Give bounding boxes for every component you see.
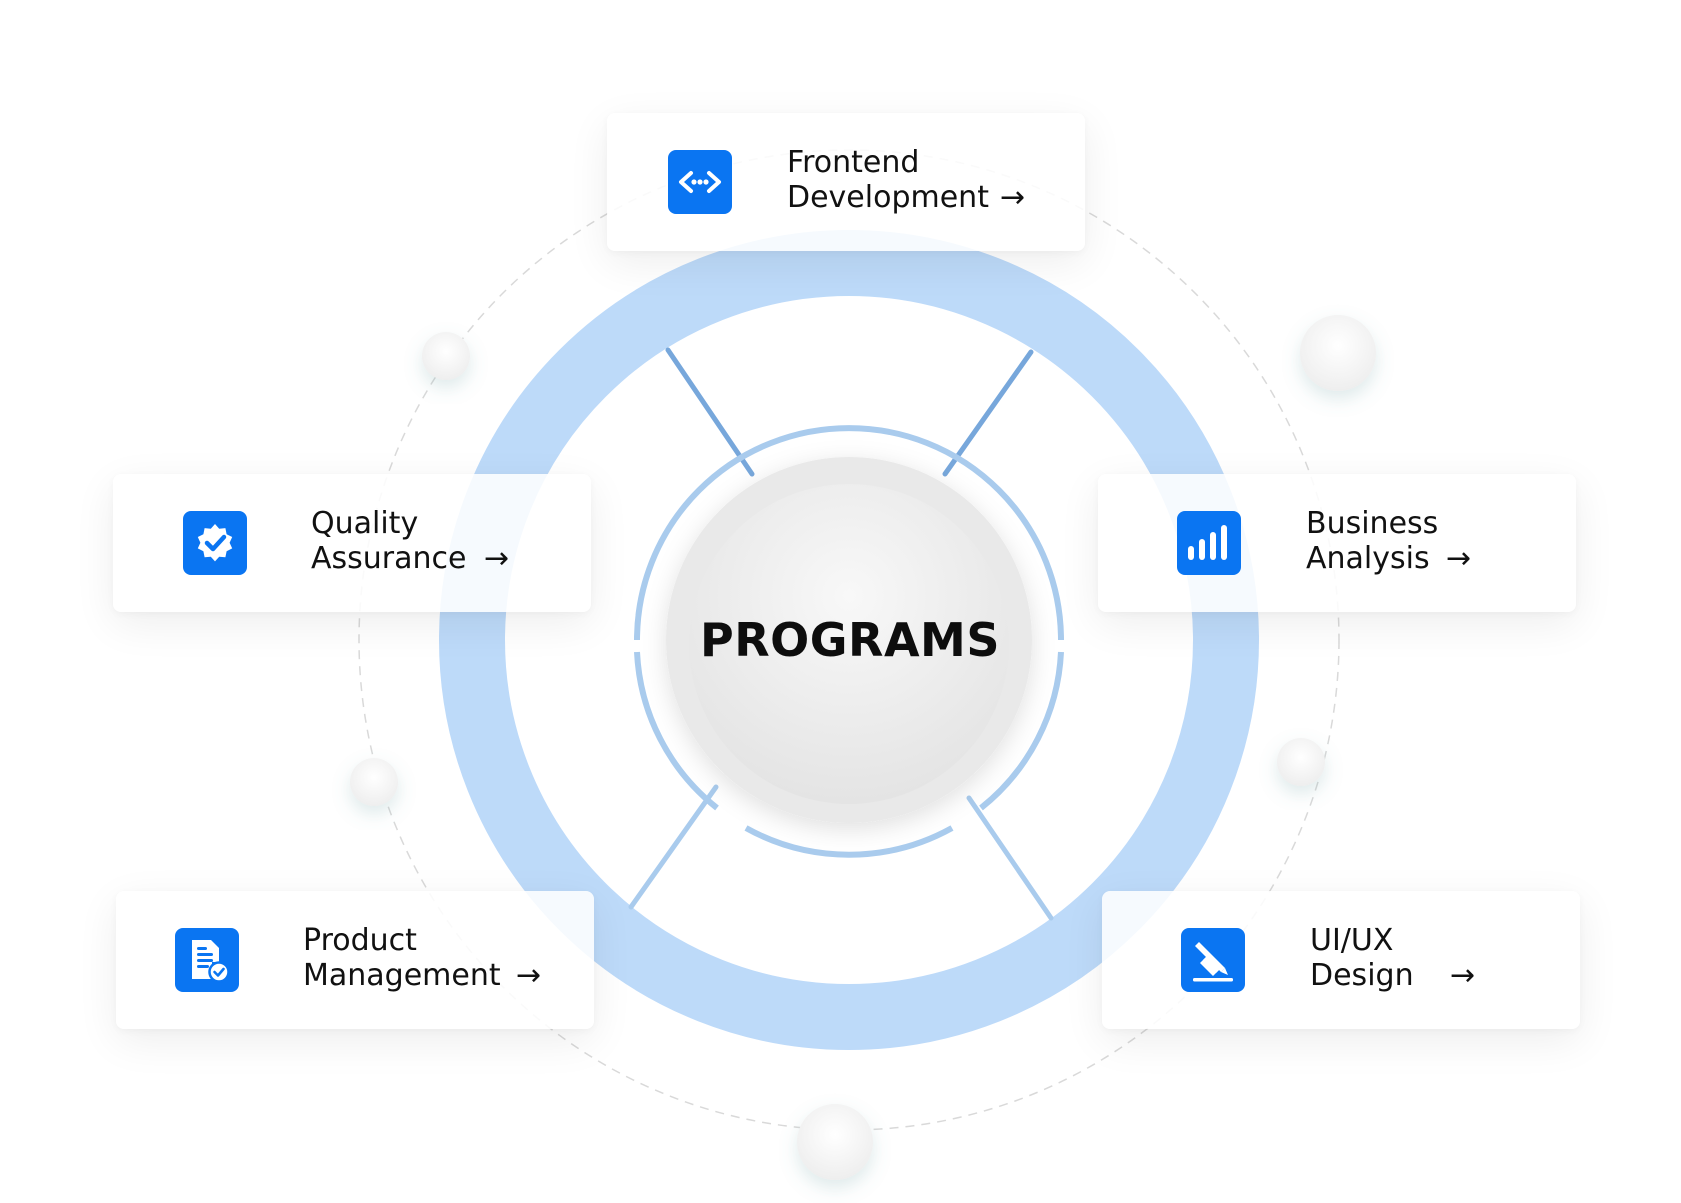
connector-top-right <box>942 349 1034 477</box>
program-card-frontend-development[interactable]: Frontend Development → <box>607 113 1085 251</box>
program-label-line2: Management <box>303 958 501 993</box>
program-card-business-analysis[interactable]: Business Analysis → <box>1098 474 1576 612</box>
orbit-dot <box>797 1104 873 1180</box>
connector-bottom-right <box>966 795 1054 921</box>
program-label-line1: Frontend <box>787 145 920 180</box>
program-label-line1: Quality <box>311 506 419 541</box>
program-label-line2: Assurance <box>311 541 467 576</box>
program-label-line2: Development <box>787 180 989 215</box>
document-check-icon <box>175 928 239 992</box>
verified-badge-icon <box>183 511 247 575</box>
orbit-dot <box>1277 738 1325 786</box>
pen-icon <box>1181 928 1245 992</box>
center-title: PROGRAMS <box>700 613 1000 667</box>
program-label-line2: Analysis <box>1306 541 1430 576</box>
arrow-right-icon: → <box>1450 958 1476 993</box>
program-label: Frontend Development <box>787 145 989 215</box>
program-card-ui-ux-design[interactable]: UI/UX Design → <box>1102 891 1580 1029</box>
arrow-right-icon: → <box>1446 541 1472 576</box>
arrow-right-icon: → <box>1000 180 1026 215</box>
arrow-right-icon: → <box>516 958 542 993</box>
orbit-dot <box>1300 315 1376 391</box>
outer-ring <box>439 230 1259 1050</box>
program-label: Product Management <box>303 923 501 993</box>
bar-chart-icon <box>1177 511 1241 575</box>
program-label-line1: Business <box>1306 506 1439 541</box>
orbit-dots <box>350 315 1376 1180</box>
program-label-line1: UI/UX <box>1310 923 1394 958</box>
connector-top-left <box>665 347 755 477</box>
program-label-line2: Design <box>1310 958 1414 993</box>
program-label: UI/UX Design <box>1310 923 1414 993</box>
connectors <box>628 347 1054 921</box>
orbit-dot <box>350 758 398 806</box>
program-label: Business Analysis <box>1306 506 1438 576</box>
inner-ring <box>634 425 1064 858</box>
code-icon <box>668 150 732 214</box>
arrow-right-icon: → <box>484 541 510 576</box>
connector-bottom-left <box>628 784 719 910</box>
orbit-dot <box>422 332 470 380</box>
program-label-line1: Product <box>303 923 417 958</box>
program-card-quality-assurance[interactable]: Quality Assurance → <box>113 474 591 612</box>
program-card-product-management[interactable]: Product Management → <box>116 891 594 1029</box>
program-label: Quality Assurance <box>311 506 466 576</box>
hub-inner <box>689 484 1009 804</box>
